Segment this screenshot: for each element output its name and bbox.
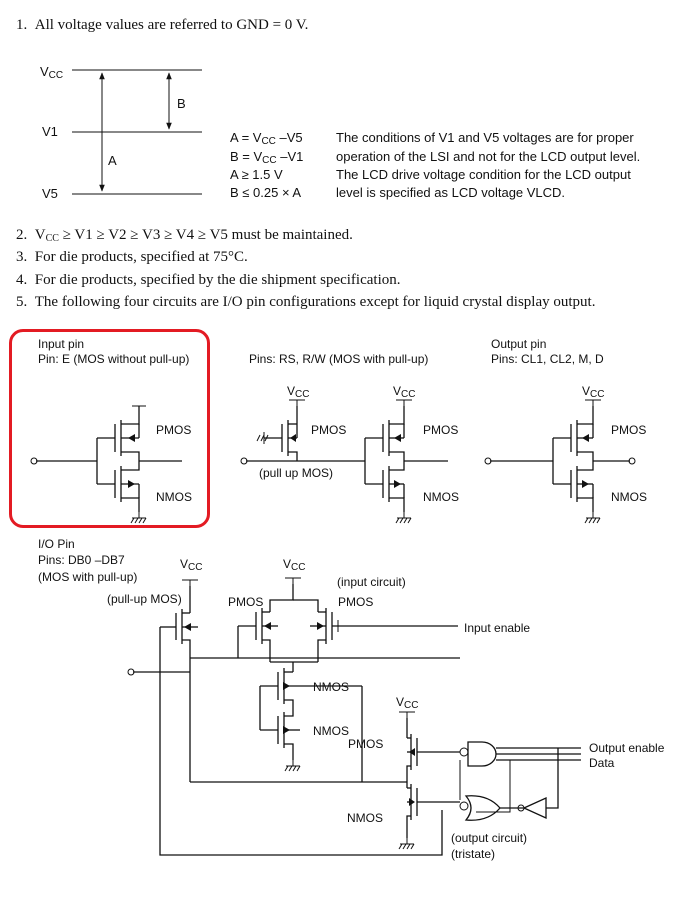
output-pin-title: Output pin: [491, 337, 547, 351]
input-pin-pins: Pin: E (MOS without pull-up): [38, 352, 190, 366]
io-pin-circuit: [127, 577, 581, 856]
rs-pin-circuit: [240, 399, 448, 524]
io-pull-up-label: (pull-up MOS): [107, 592, 182, 606]
condition-a: A ≥ 1.5 V: [230, 167, 283, 182]
rs-pmos-label-1: PMOS: [311, 423, 347, 437]
output-pin-circuit: [484, 399, 636, 524]
io-vcc-label-3: VCC: [396, 695, 419, 711]
io-tristate-label: (tristate): [451, 847, 496, 861]
io-vcc-label-1: VCC: [180, 557, 203, 573]
io-pmos-out-label: PMOS: [348, 737, 384, 751]
input-pin-title: Input pin: [38, 337, 85, 351]
io-vcc-label-2: VCC: [283, 557, 306, 573]
voltage-desc-3: The LCD drive voltage condition for the …: [336, 167, 631, 182]
io-nmos-label-a: NMOS: [313, 680, 349, 694]
note-2: 2. VCC ≥ V1 ≥ V2 ≥ V3 ≥ V4 ≥ V5 must be …: [16, 227, 353, 244]
voltage-level-diagram: [72, 69, 202, 195]
output-pin-pins: Pins: CL1, CL2, M, D: [491, 352, 604, 366]
io-nmos-out-label: NMOS: [347, 811, 383, 825]
io-pmos-label-b: PMOS: [338, 595, 374, 609]
rs-vcc-label-2: VCC: [393, 384, 416, 400]
equation-b: B = VCC –V1: [230, 149, 304, 166]
output-nmos-label: NMOS: [611, 490, 647, 504]
output-pmos-label: PMOS: [611, 423, 647, 437]
io-nmos-label-b: NMOS: [313, 724, 349, 738]
rs-vcc-label-1: VCC: [287, 384, 310, 400]
note-5: 5. The following four circuits are I/O p…: [16, 294, 596, 310]
io-pmos-label-a: PMOS: [228, 595, 264, 609]
voltage-desc-4: level is specified as LCD voltage VLCD.: [336, 185, 566, 200]
input-pin-circuit: [30, 405, 182, 524]
voltage-desc-1: The conditions of V1 and V5 voltages are…: [336, 130, 634, 145]
input-pin-pmos-label: PMOS: [156, 423, 192, 437]
io-output-enable-label: Output enable: [589, 741, 665, 755]
rs-pmos-label-2: PMOS: [423, 423, 459, 437]
io-input-enable-label: Input enable: [464, 621, 531, 635]
io-pin-title: I/O Pin: [38, 537, 75, 551]
highlight-box: [9, 329, 210, 528]
note-3: 3. For die products, specified at 75°C.: [16, 249, 248, 265]
output-vcc-label: VCC: [582, 384, 605, 400]
io-data-label: Data: [589, 756, 615, 770]
voltage-desc-2: operation of the LSI and not for the LCD…: [336, 149, 641, 164]
note-4: 4. For die products, specified by the di…: [16, 272, 401, 288]
condition-b: B ≤ 0.25 × A: [230, 185, 302, 200]
equation-a: A = VCC –V5: [230, 130, 303, 147]
io-input-circuit-label: (input circuit): [337, 575, 406, 589]
rs-pull-up-label: (pull up MOS): [259, 466, 334, 480]
note-1: 1. All voltage values are referred to GN…: [16, 17, 309, 33]
voltage-b-label: B: [177, 96, 186, 111]
voltage-v5-label: V5: [42, 186, 58, 201]
rs-nmos-label: NMOS: [423, 490, 459, 504]
voltage-a-label: A: [108, 153, 117, 168]
voltage-v1-label: V1: [42, 124, 58, 139]
io-pin-desc: (MOS with pull-up): [38, 570, 138, 584]
io-pin-pins: Pins: DB0 –DB7: [38, 553, 125, 567]
voltage-vcc-label: VCC: [40, 64, 64, 81]
input-pin-nmos-label: NMOS: [156, 490, 192, 504]
rs-pin-pins: Pins: RS, R/W (MOS with pull-up): [249, 352, 429, 366]
io-output-circuit-label: (output circuit): [451, 831, 528, 845]
